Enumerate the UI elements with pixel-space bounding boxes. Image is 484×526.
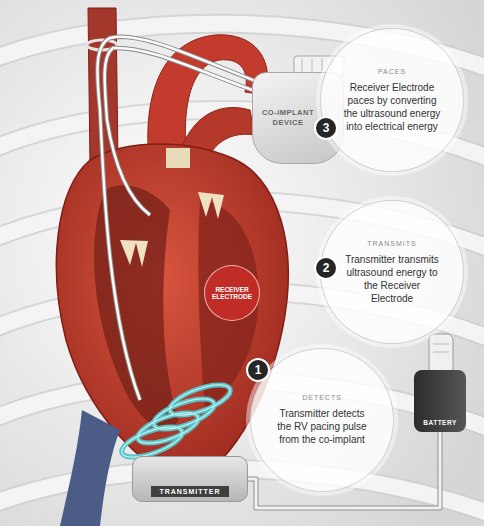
callout-number-text: 3 [323, 121, 330, 135]
valve [198, 192, 224, 219]
step-heading: TRANSMITS [367, 240, 416, 247]
node-text: RECEIVER ELECTRODE [211, 286, 253, 301]
step-description: Receiver Electrode paces by converting t… [343, 81, 441, 133]
callout-number: 1 [246, 358, 270, 382]
receiver-electrode: RECEIVER ELECTRODE [204, 265, 260, 321]
node-text: BATTERY [423, 419, 456, 426]
step-heading: PACES [378, 68, 406, 75]
node-text: CO-IMPLANT DEVICE [259, 108, 317, 128]
transmitter-unit: TRANSMITTER [132, 456, 248, 502]
inferior-vena-cava [60, 410, 120, 526]
callout-number: 2 [314, 256, 338, 280]
step-bubble: PACES Receiver Electrode paces by convert… [320, 28, 464, 172]
step-description: Transmitter transmits ultrasound energy … [343, 253, 441, 305]
pacing-leads [97, 37, 258, 400]
battery-connector [429, 334, 453, 374]
node-text: TRANSMITTER [151, 486, 228, 497]
ultrasound-waves [118, 379, 234, 464]
battery-pack: BATTERY [414, 370, 466, 432]
step-description: Transmitter detects the RV pacing pulse … [273, 407, 371, 446]
callout-number: 3 [314, 116, 338, 140]
step-bubble: DETECTS Transmitter detects the RV pacing… [250, 348, 394, 492]
valve [166, 148, 190, 168]
step-heading: DETECTS [302, 394, 342, 401]
callout-number-text: 2 [323, 261, 330, 275]
valve [120, 240, 148, 267]
ribcage [0, 24, 484, 515]
callout-number-text: 1 [255, 363, 262, 377]
step-bubble: TRANSMITS Transmitter transmits ultrasoun… [320, 200, 464, 344]
